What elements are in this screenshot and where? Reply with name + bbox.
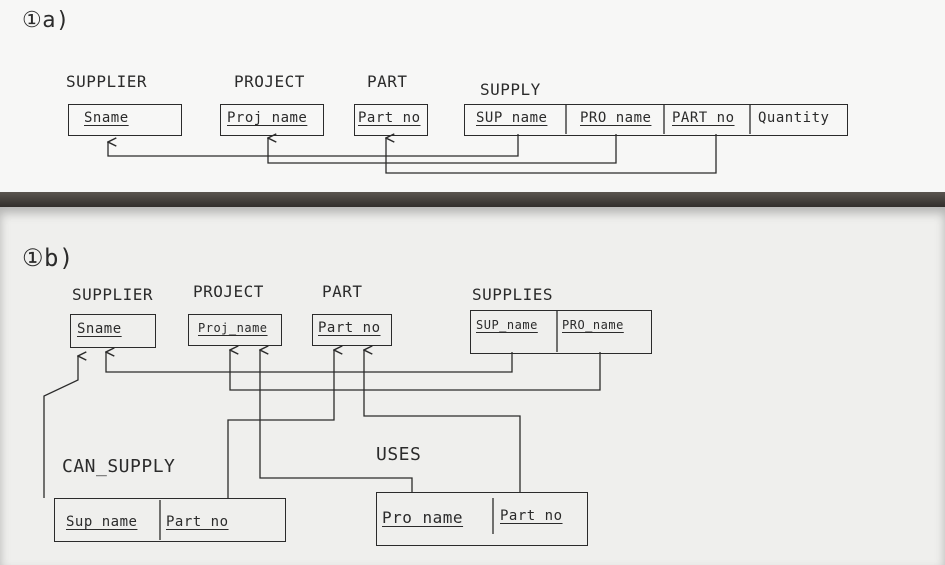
attr-part-no-can-supply-b: Part_no: [166, 514, 229, 530]
attr-sup-name-b: SUP_name: [476, 318, 538, 332]
fk-line-uses-part: [364, 350, 521, 492]
attr-part-no-supply-a: PART_no: [672, 110, 735, 126]
heading-part-a: ①a): [22, 8, 70, 33]
table-box-supply-a: [464, 104, 848, 136]
attr-part-no-uses-b: Part_no: [500, 508, 563, 524]
sheet-part-a: [0, 0, 945, 197]
table-box-supplier-a: [68, 104, 182, 136]
table-name-project-b: PROJECT: [193, 282, 264, 301]
attr-sup-name-a: SUP_name: [476, 110, 548, 126]
fk-line-pro-name-b: [230, 350, 601, 391]
table-box-can-supply-b: [54, 498, 286, 542]
table-name-supplier-b: SUPPLIER: [72, 285, 154, 304]
table-name-project-a: PROJECT: [234, 72, 305, 91]
attr-quantity-a: Quantity: [758, 110, 830, 126]
fk-line-part-no-a: [386, 134, 717, 174]
table-name-supplier-a: SUPPLIER: [66, 72, 148, 91]
attr-sup-name-can-supply-b: Sup_name: [66, 514, 138, 530]
attr-pro-name-b: PRO_name: [562, 318, 624, 332]
page-gap: [0, 192, 945, 210]
table-name-part-b: PART: [322, 282, 363, 301]
table-name-supplies-b: SUPPLIES: [472, 285, 554, 304]
table-box-part-b: [312, 314, 392, 346]
fk-line-can-supply-sname: [43, 356, 78, 498]
fk-line-pro-name-a: [268, 134, 617, 164]
attr-sname-b: Sname: [77, 321, 122, 337]
fk-line-sup-name-b: [106, 352, 513, 373]
attr-proj-name-b: Proj_name: [198, 321, 268, 335]
table-name-supply-a: SUPPLY: [480, 80, 541, 99]
table-name-part-a: PART: [367, 72, 408, 91]
table-box-uses-b: [376, 492, 588, 546]
table-name-can-supply-b: CAN_SUPPLY: [62, 456, 176, 477]
attr-part-no-b: Part_no: [318, 320, 381, 336]
table-name-uses-b: USES: [376, 444, 422, 465]
sheet-part-b: [0, 207, 945, 565]
fk-line-sup-name-a: [108, 134, 519, 157]
attr-part-no-a: Part_no: [358, 110, 421, 126]
attr-pro-name-a: PRO_name: [580, 110, 652, 126]
attr-proj-name-a: Proj_name: [227, 110, 308, 126]
attr-sname-a: Sname: [84, 110, 129, 126]
fk-line-can-supply-part: [227, 350, 334, 498]
attr-pro-name-uses-b: Pro_name: [382, 508, 464, 527]
fk-line-uses-project: [260, 350, 413, 492]
heading-part-b: ①b): [22, 244, 74, 272]
table-box-supplies-b: [470, 310, 652, 354]
